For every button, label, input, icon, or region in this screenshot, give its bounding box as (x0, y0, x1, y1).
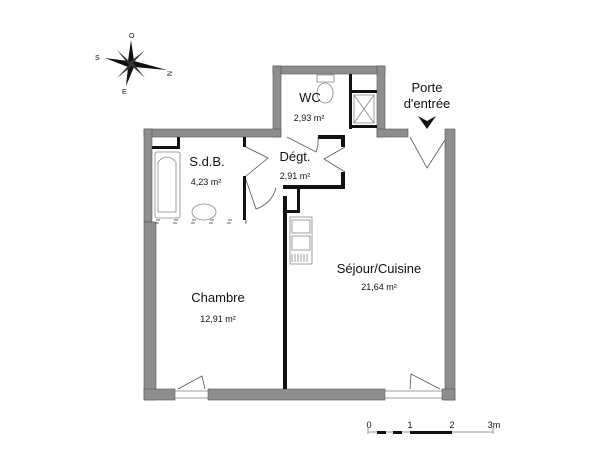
window-chambre (174, 375, 209, 399)
room-area: 21,64 m² (361, 282, 397, 292)
bottom-wall-middle (207, 388, 386, 401)
sdb-bottom-partition (155, 219, 247, 224)
scale-tick-0: 0 (366, 420, 371, 430)
top-left-wall (143, 128, 282, 138)
chambre-door[interactable] (245, 179, 277, 210)
room-area: 2,91 m² (280, 171, 311, 181)
kitchen-sink-icon (289, 216, 313, 265)
room-name: S.d.B. (189, 154, 224, 169)
compass-south-label: S (95, 55, 100, 62)
room-name: WC (299, 90, 321, 105)
room-name: Chambre (191, 290, 244, 305)
wc-right-wall (376, 65, 386, 138)
bottom-wall-left (143, 388, 176, 401)
chambre-sejour-partition (283, 196, 287, 389)
room-sdb: S.d.B. 4,23 m² (189, 154, 224, 187)
compass-west-label: O (129, 33, 135, 40)
scale-tick-3: 3m (488, 420, 501, 430)
bottom-wall-right (441, 388, 456, 401)
scale-bar: 0 1 2 3m (366, 420, 500, 434)
toilet-icon (316, 74, 335, 104)
entrance-door[interactable] (409, 136, 446, 169)
sink-icon (191, 203, 217, 221)
left-wall-lower (143, 221, 157, 401)
room-wc: WC 2,93 m² (294, 90, 325, 123)
compass-rose-icon: O N E S (95, 33, 172, 96)
room-area: 4,23 m² (191, 177, 222, 187)
exterior-walls (143, 65, 456, 401)
wc-left-wall (272, 65, 282, 138)
scale-tick-2: 2 (449, 420, 454, 430)
compass-east-label: E (122, 89, 127, 96)
partitions (152, 74, 377, 389)
scale-tick-1: 1 (407, 420, 412, 430)
room-degt: Dégt. 2,91 m² (279, 149, 310, 181)
sejour-door[interactable] (323, 146, 346, 173)
bathtub-icon (154, 151, 181, 219)
room-chambre: Chambre 12,91 m² (191, 290, 244, 324)
entrance-arrow-icon (418, 116, 436, 129)
room-area: 2,93 m² (294, 113, 325, 123)
compass-north-label: N (165, 71, 172, 76)
top-right-wall (376, 128, 409, 138)
entrance-label-line1: Porte (411, 80, 442, 95)
room-sejour-cuisine: Séjour/Cuisine 21,64 m² (337, 261, 422, 292)
wc-top-wall (272, 65, 386, 75)
entrance-label-line2: d'entrée (404, 96, 451, 111)
room-area: 12,91 m² (200, 314, 236, 324)
water-heater-icon (353, 94, 375, 124)
wc-door[interactable] (286, 136, 319, 153)
right-wall (444, 128, 456, 401)
left-wall-upper (143, 128, 153, 223)
room-name: Séjour/Cuisine (337, 261, 422, 276)
sdb-door[interactable] (245, 146, 269, 177)
window-sejour (384, 373, 443, 399)
degt-bottom-partition (283, 185, 345, 189)
room-name: Dégt. (279, 149, 310, 164)
